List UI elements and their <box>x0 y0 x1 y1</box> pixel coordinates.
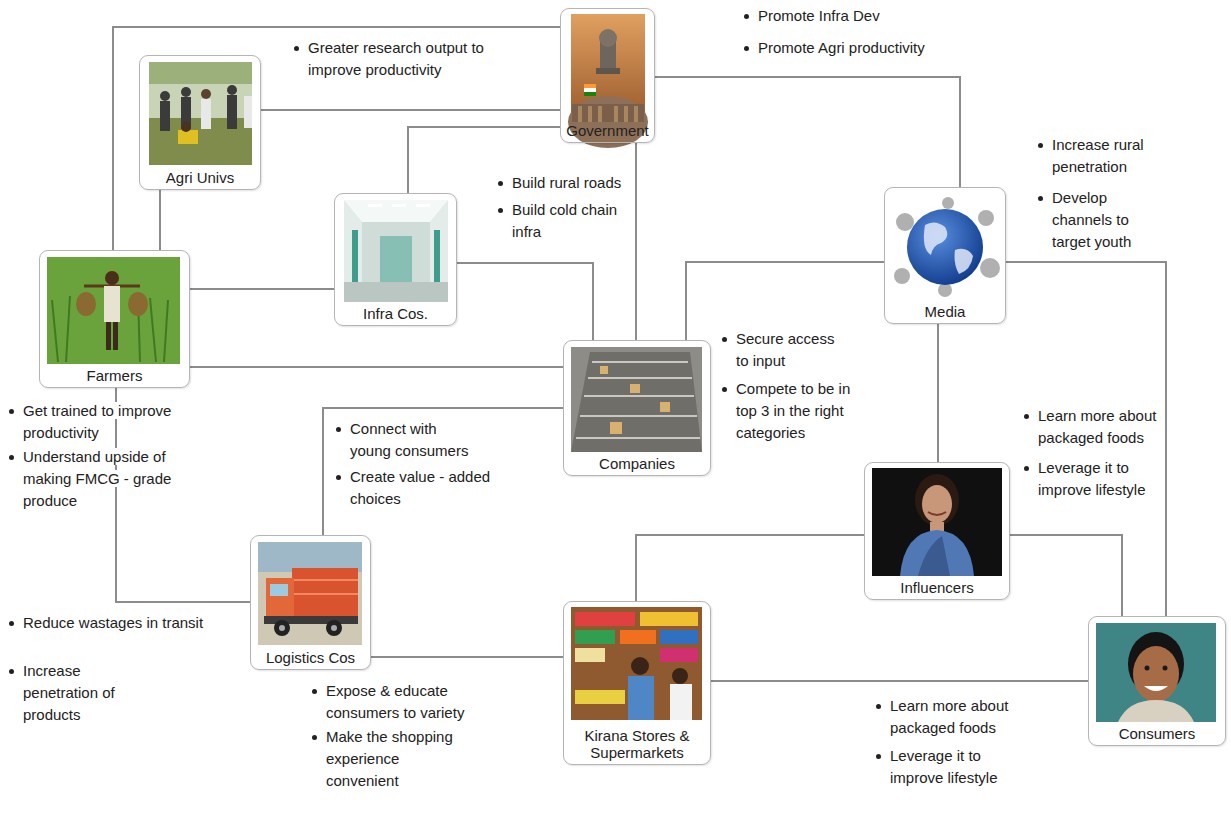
companies-picture <box>571 347 702 452</box>
logistics-picture <box>258 542 362 645</box>
connector-line <box>116 388 250 602</box>
connector-line <box>323 408 563 535</box>
image-box: Logistics Cos <box>250 535 371 670</box>
node-label: Influencers <box>900 579 973 596</box>
image-box: Infra Cos. <box>334 193 457 326</box>
note-text: Increase rural penetration <box>1052 136 1144 175</box>
note-text: Reduce wastages in transit <box>23 614 203 631</box>
agri-univs-picture <box>149 62 252 165</box>
note-text: Greater research output to improve produ… <box>308 39 484 78</box>
image-box: Companies <box>563 340 711 476</box>
connector-line <box>190 366 563 368</box>
node-label: Companies <box>599 455 675 472</box>
note-text: Connect with young consumers <box>350 420 468 459</box>
image-box: Government <box>560 8 655 143</box>
bullet-note: Leverage it to improve lifestyle <box>1020 457 1170 501</box>
bullet-note: Secure access to input <box>718 328 848 372</box>
note-text: Build rural roads <box>512 174 621 191</box>
note-text: Promote Agri productivity <box>758 39 925 56</box>
node-label: Infra Cos. <box>363 305 428 322</box>
kirana-picture <box>571 607 702 720</box>
bullet-note: Learn more about packaged foods <box>1020 405 1170 449</box>
image-box: Farmers <box>39 250 190 388</box>
note-text: Make the shopping experience convenient <box>326 728 453 789</box>
note-text: Leverage it to improve lifestyle <box>1038 459 1146 498</box>
note-text: Understand upside of making FMCG - grade… <box>23 448 171 509</box>
note-text: Promote Infra Dev <box>758 7 880 24</box>
bullet-note: Learn more about packaged foods <box>872 695 1022 739</box>
connector-line <box>1006 262 1166 616</box>
bullet-note: Build rural roads <box>494 172 654 194</box>
bullet-note: Make the shopping experience convenient <box>308 726 458 792</box>
connector-line <box>159 190 161 250</box>
note-text: Leverage it to improve lifestyle <box>890 747 998 786</box>
consumers-picture <box>1096 623 1216 722</box>
bullet-note: Create value - added choices <box>332 466 502 510</box>
node-label: Government <box>566 122 649 139</box>
bullet-note: Compete to be in top 3 in the right cate… <box>718 378 868 444</box>
note-text: Compete to be in top 3 in the right cate… <box>736 380 850 441</box>
connector-line <box>686 262 884 340</box>
note-text: Expose & educate consumers to variety <box>326 682 464 721</box>
node-label: Farmers <box>87 367 143 384</box>
connector-line <box>113 27 560 250</box>
bullet-note: Connect with young consumers <box>332 418 472 462</box>
connector-line <box>1010 535 1122 616</box>
bullet-note: Promote Infra Dev <box>740 5 1000 27</box>
bullet-note: Greater research output to improve produ… <box>290 37 520 81</box>
node-label: Media <box>925 303 966 320</box>
connector-line <box>261 109 560 111</box>
image-box: Agri Univs <box>139 55 261 190</box>
farmers-picture <box>47 257 180 364</box>
note-text: Learn more about packaged foods <box>1038 407 1156 446</box>
connector-line <box>636 535 864 601</box>
connector-line <box>711 680 1088 682</box>
node-label: Kirana Stores & Supermarkets <box>573 727 701 761</box>
bullet-note: Develop channels to target youth <box>1034 187 1159 253</box>
connector-line <box>371 656 563 658</box>
note-text: Create value - added choices <box>350 468 490 507</box>
image-box: Media <box>884 187 1006 324</box>
bullet-note: Get trained to improve productivity <box>5 400 205 444</box>
connector-line <box>937 324 939 462</box>
bullet-note: Promote Agri productivity <box>740 37 1000 59</box>
bullet-note: Increase rural penetration <box>1034 134 1159 178</box>
infra-cos-picture <box>344 200 448 302</box>
bullet-note: Understand upside of making FMCG - grade… <box>5 446 205 512</box>
influencers-picture <box>872 468 1002 576</box>
bullet-note: Increase penetration of products <box>5 660 155 726</box>
image-box: Kirana Stores & Supermarkets <box>563 601 711 765</box>
note-text: Increase penetration of products <box>23 662 115 723</box>
connector-line <box>655 77 960 187</box>
image-box: Consumers <box>1088 616 1226 746</box>
note-text: Build cold chain infra <box>512 201 617 240</box>
node-label: Agri Univs <box>166 169 234 186</box>
connector-line <box>190 288 334 290</box>
node-label: Consumers <box>1119 725 1196 742</box>
note-text: Develop channels to target youth <box>1052 189 1131 250</box>
note-text: Secure access to input <box>736 330 834 369</box>
bullet-note: Expose & educate consumers to variety <box>308 680 508 724</box>
bullet-note: Build cold chain infra <box>494 199 629 243</box>
connector-line <box>635 143 637 340</box>
bullet-note: Reduce wastages in transit <box>5 612 205 634</box>
bullet-note: Leverage it to improve lifestyle <box>872 745 1022 789</box>
connector-line <box>457 263 593 340</box>
note-text: Learn more about packaged foods <box>890 697 1008 736</box>
media-picture <box>894 197 1000 297</box>
node-label: Logistics Cos <box>266 649 355 666</box>
note-text: Get trained to improve productivity <box>23 402 171 441</box>
image-box: Influencers <box>864 462 1010 600</box>
